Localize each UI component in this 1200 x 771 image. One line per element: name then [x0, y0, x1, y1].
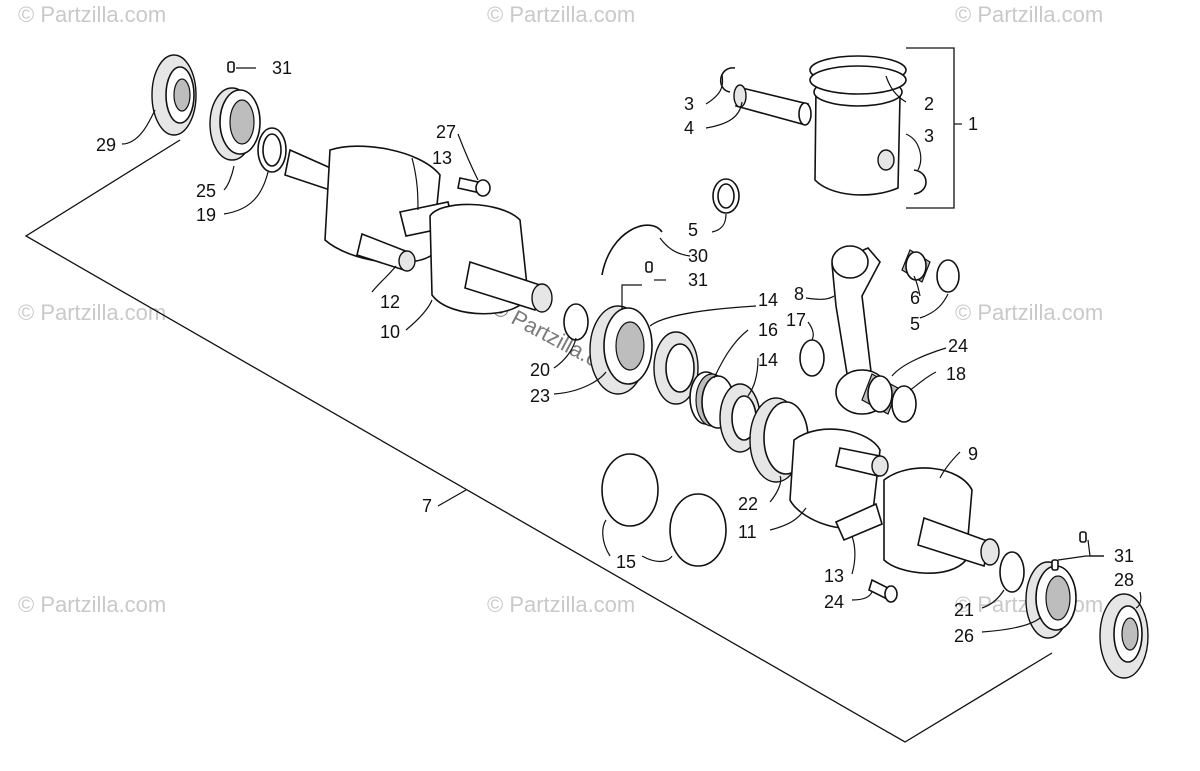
dowel-pin-right: [1079, 531, 1087, 543]
circlip-left: [720, 67, 736, 93]
callout-25: 25: [196, 181, 216, 201]
callout-7: 7: [422, 496, 432, 516]
piston-group: [720, 55, 927, 196]
callout-21: 21: [954, 600, 974, 620]
assembly-outline: [24, 139, 1053, 743]
watermark-mid-right: © Partzilla.com: [955, 300, 1103, 325]
callout-4: 4: [684, 118, 694, 138]
dowel-pin-bearing-right: [1051, 559, 1059, 571]
woodruff-key-lower: [834, 502, 883, 542]
washer-right: [999, 551, 1025, 593]
piston-pin: [733, 84, 812, 126]
callout-12: 12: [380, 292, 400, 312]
callout-13-lower: 13: [824, 566, 844, 586]
circlip-right: [913, 169, 927, 195]
main-bearing-left: [209, 87, 261, 161]
callout-31-right: 31: [1114, 546, 1134, 566]
screw-lower: [868, 578, 898, 603]
labyrinth-seal: [689, 371, 735, 429]
watermark-mid-left: © Partzilla.com: [18, 300, 166, 325]
callout-30: 30: [688, 246, 708, 266]
main-bearing-right: [1025, 561, 1077, 639]
needle-bearing-small-end: [901, 249, 931, 283]
callout-31-top: 31: [272, 58, 292, 78]
callout-14-lower: 14: [758, 350, 778, 370]
callout-24-lower: 24: [824, 592, 844, 612]
crank-half-right-inner: [789, 428, 889, 530]
washer-center: [563, 303, 589, 341]
center-seal-upper: [653, 331, 699, 405]
callout-9: 9: [968, 444, 978, 464]
callout-19: 19: [196, 205, 216, 225]
callout-3-right: 3: [924, 126, 934, 146]
callout-14-upper: 14: [758, 290, 778, 310]
callout-27: 27: [436, 122, 456, 142]
callout-13-upper: 13: [432, 148, 452, 168]
callout-16: 16: [758, 320, 778, 340]
crank-half-center: [429, 203, 553, 315]
callout-17: 17: [786, 310, 806, 330]
callout-3-left: 3: [684, 94, 694, 114]
callout-29: 29: [96, 135, 116, 155]
watermark-top-center: © Partzilla.com: [487, 2, 635, 27]
crank-half-right: [883, 467, 1000, 574]
callout-5-lower: 5: [910, 314, 920, 334]
watermark-top-right: © Partzilla.com: [955, 2, 1103, 27]
callout-26: 26: [954, 626, 974, 646]
callout-labels: 31 29 25 19 27 13 12 10 3 4 2 1 3 5 30 3…: [96, 58, 1134, 646]
leader-lines: [121, 67, 1142, 633]
callout-5-upper: 5: [688, 220, 698, 240]
dowel-pin-top: [227, 61, 235, 73]
callout-24-upper: 24: [948, 336, 968, 356]
needle-bearing-big-end: [861, 373, 899, 415]
callout-18: 18: [946, 364, 966, 384]
callout-11: 11: [738, 522, 757, 542]
piston: [813, 77, 903, 196]
snap-ring-upper: [601, 224, 663, 276]
piston-rings: [809, 55, 907, 95]
center-bearing: [589, 305, 653, 395]
piston-bracket: [906, 47, 955, 209]
oil-seal-right: [1099, 593, 1149, 679]
snap-rings: [601, 453, 727, 567]
callout-20: 20: [530, 360, 550, 380]
callout-1: 1: [968, 114, 978, 134]
callout-8: 8: [794, 284, 804, 304]
callout-15: 15: [616, 552, 636, 572]
watermark-top-left: © Partzilla.com: [18, 2, 166, 27]
thrust-washer-big-end: [799, 339, 825, 377]
watermark-bottom-left: © Partzilla.com: [18, 592, 166, 617]
oil-seal-left: [151, 54, 197, 136]
callout-31-center: 31: [688, 270, 708, 290]
callout-28: 28: [1114, 570, 1134, 590]
washer-big-end: [891, 385, 917, 423]
callout-6: 6: [910, 288, 920, 308]
thrust-washer-lower: [936, 259, 960, 293]
callout-2: 2: [924, 94, 934, 114]
dowel-pin-center: [645, 261, 653, 273]
callout-10: 10: [380, 322, 400, 342]
screw-upper: [457, 177, 491, 197]
callout-23: 23: [530, 386, 550, 406]
callout-22: 22: [738, 494, 758, 514]
watermark-bottom-center: © Partzilla.com: [487, 592, 635, 617]
